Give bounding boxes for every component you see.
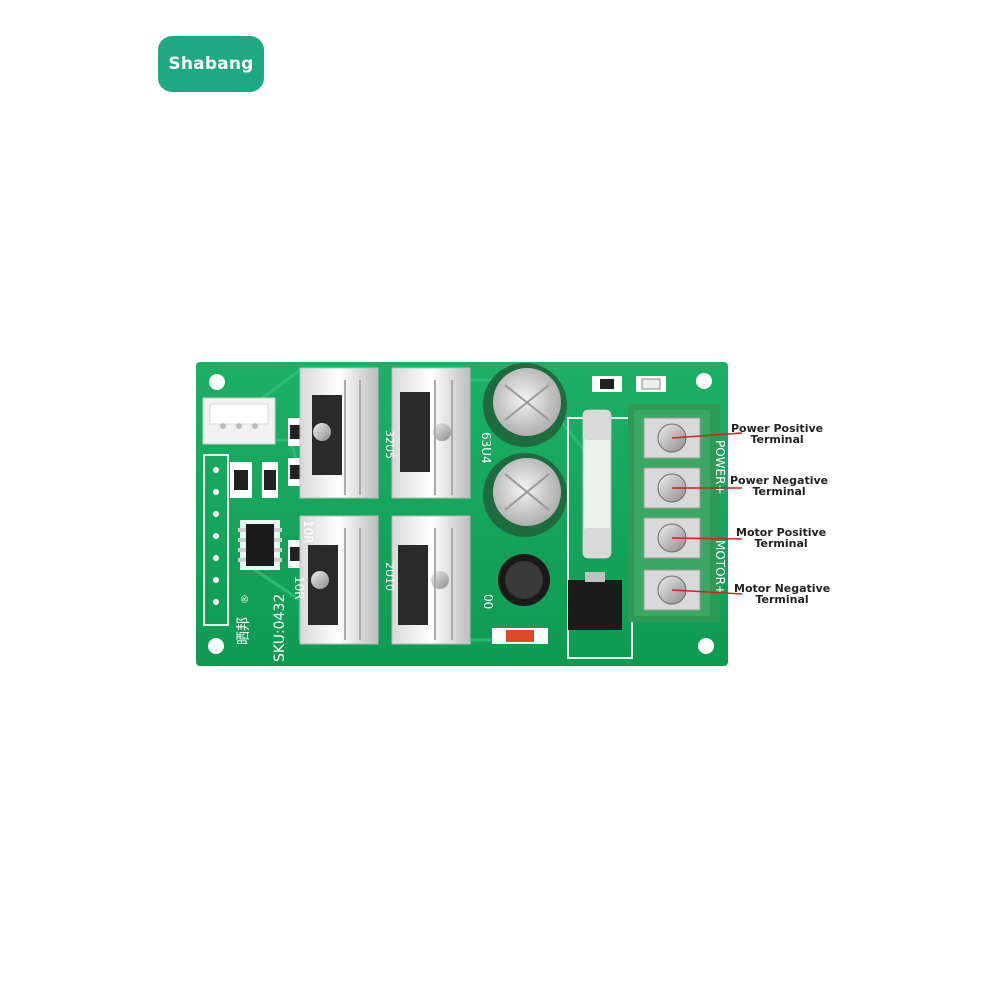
callout-line1: Power Negative: [730, 474, 829, 487]
callout-line1: Motor Negative: [734, 582, 831, 595]
jst-connector: [202, 397, 276, 445]
voltage-regulator: [568, 572, 622, 630]
silk-diode-code2: 2U10: [383, 562, 396, 591]
callout-power-negative: Power Negative Terminal: [730, 475, 828, 497]
terminal-block: [628, 404, 720, 622]
mosfet-heatsinks: [299, 367, 471, 645]
silk-10r-lower: 10R: [292, 576, 306, 600]
mounting-holes: [208, 373, 714, 654]
capacitors: [483, 363, 567, 606]
callout-power-positive: Power Positive Terminal: [731, 423, 823, 445]
silk-brand: 晒邦: [236, 617, 252, 645]
brand-badge: Shabang: [158, 36, 264, 92]
diode: [492, 628, 548, 644]
callout-line2: Terminal: [752, 485, 806, 498]
ic-chip: [238, 520, 282, 570]
callout-line1: Power Positive: [731, 422, 824, 435]
callout-line2: Terminal: [755, 593, 809, 606]
header-strip: [203, 454, 229, 626]
silk-diode-code: 32U5: [383, 430, 396, 459]
silk-cap-rating: 63U4: [479, 432, 493, 464]
silk-10r-upper: 10R: [301, 520, 315, 544]
silk-registered: ®: [240, 594, 251, 604]
callout-line2: Terminal: [754, 537, 808, 550]
silk-motor: MOTOR+: [713, 540, 727, 595]
callout-line2: Terminal: [750, 433, 804, 446]
silk-cap-small: 00: [481, 594, 495, 609]
callout-motor-positive: Motor Positive Terminal: [736, 527, 826, 549]
smd-components: [230, 376, 666, 568]
silk-power: POWER+: [713, 440, 727, 495]
callout-motor-negative: Motor Negative Terminal: [734, 583, 830, 605]
callout-line1: Motor Positive: [736, 526, 827, 539]
silk-sku: SKU:0432: [272, 594, 288, 662]
callout-leaders: [671, 432, 743, 595]
